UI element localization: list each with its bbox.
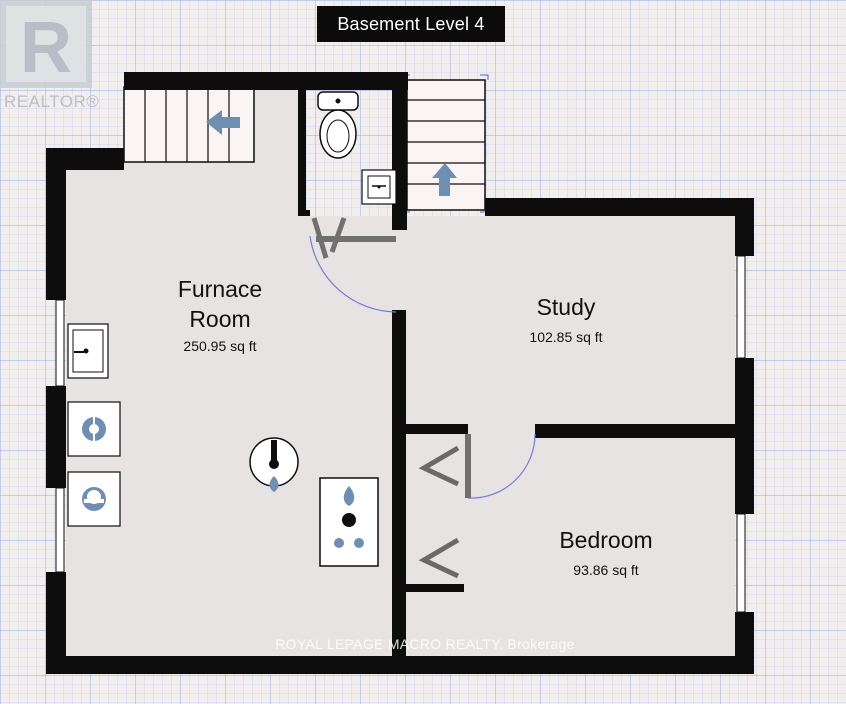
closet-doors — [418, 445, 460, 579]
realtor-logo-text: REALTOR® — [4, 92, 100, 111]
furnace-room-name-line2: Room — [189, 306, 251, 332]
realtor-logo: R — [0, 0, 92, 88]
bedroom-area: 93.86 sq ft — [573, 562, 639, 578]
bedroom-door — [465, 433, 536, 499]
study-name: Study — [536, 294, 596, 320]
laundry-sink-icon — [67, 323, 109, 379]
furnace-room-name-line1: Furnace — [177, 276, 263, 302]
stairs-right — [402, 74, 489, 213]
washroom-sink-icon — [361, 169, 397, 205]
washroom-door — [309, 217, 397, 313]
page-title: Basement Level 4 — [317, 6, 505, 42]
furnace-room-area: 250.95 sq ft — [183, 338, 257, 354]
stair-arrow-left-icon — [206, 110, 240, 135]
walls — [46, 72, 754, 674]
water-heater-icon — [249, 437, 299, 492]
bedroom-name: Bedroom — [559, 527, 653, 553]
brokerage-watermark: ROYAL LEPAGE MACRO REALTY, Brokerage — [275, 636, 575, 652]
stair-arrow-up-icon — [432, 163, 457, 196]
windows — [55, 255, 746, 613]
furnace-room-name: Furnace Room — [160, 274, 280, 334]
realtor-logo-mark: R — [20, 8, 72, 88]
study-area: 102.85 sq ft — [529, 329, 603, 345]
washer-icon — [67, 401, 121, 457]
toilet-icon — [317, 91, 359, 159]
furnace-icon — [319, 477, 379, 567]
dryer-icon — [67, 471, 121, 527]
